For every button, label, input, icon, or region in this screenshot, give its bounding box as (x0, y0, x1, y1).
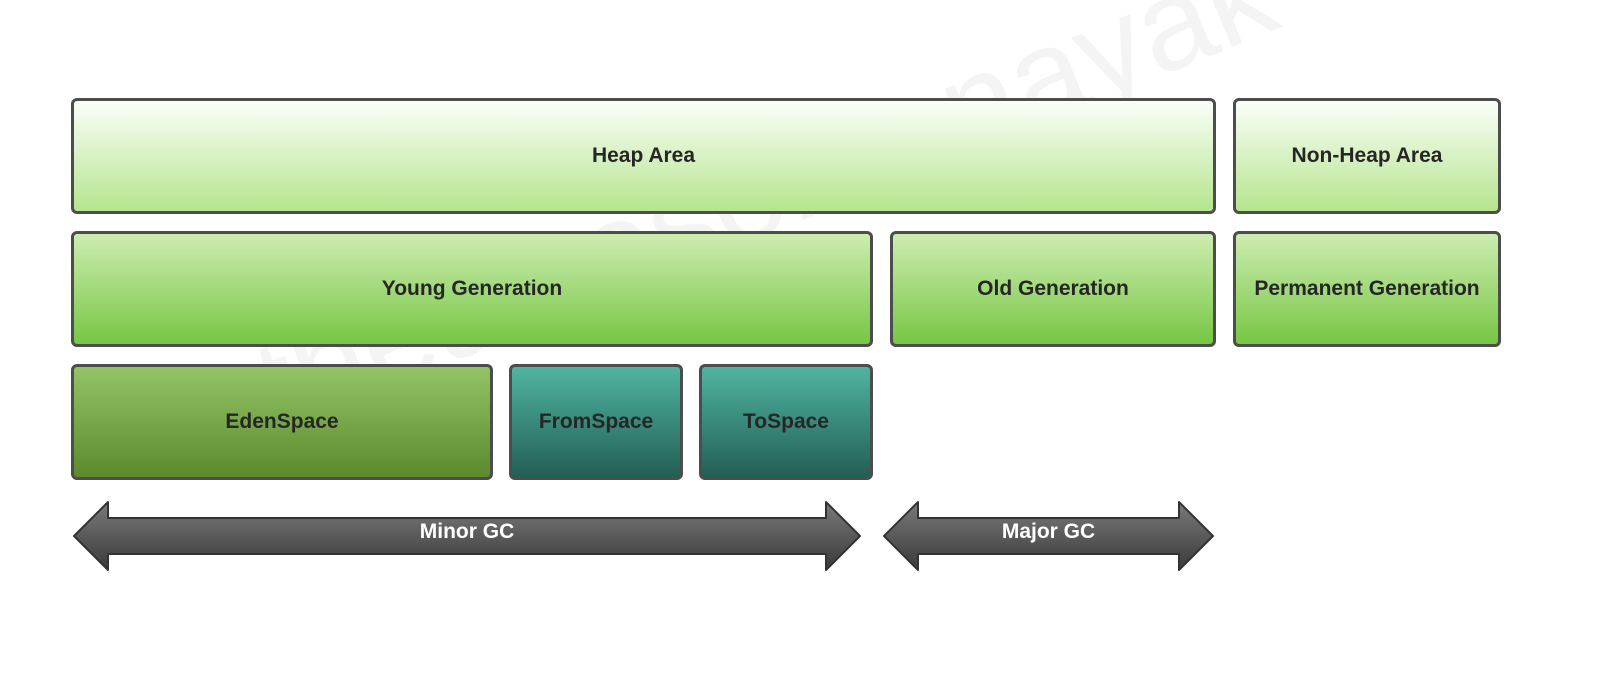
old-generation-block: Old Generation (890, 231, 1216, 347)
eden-space-label: EdenSpace (225, 410, 339, 433)
non-heap-area-block: Non-Heap Area (1233, 98, 1501, 214)
from-space-block: FromSpace (509, 364, 683, 480)
heap-area-label: Heap Area (591, 144, 696, 167)
to-space-label: ToSpace (743, 410, 829, 433)
double-arrow-icon (883, 501, 1214, 571)
old-generation-label: Old Generation (977, 277, 1129, 300)
double-arrow-icon (73, 501, 861, 571)
eden-space-block: EdenSpace (71, 364, 493, 480)
non-heap-area-label: Non-Heap Area (1291, 144, 1443, 167)
young-generation-block: Young Generation (71, 231, 873, 347)
minor-gc-label: Minor GC (419, 520, 515, 543)
to-space-block: ToSpace (699, 364, 873, 480)
minor-gc-arrow: Minor GC (72, 498, 862, 574)
from-space-label: FromSpace (538, 410, 654, 433)
young-generation-label: Young Generation (381, 277, 563, 300)
permanent-generation-block: Permanent Generation (1233, 231, 1501, 347)
major-gc-label: Major GC (1001, 520, 1096, 543)
permanent-generation-label: Permanent Generation (1254, 277, 1480, 300)
heap-area-block: Heap Area (71, 98, 1216, 214)
major-gc-arrow: Major GC (882, 498, 1215, 574)
